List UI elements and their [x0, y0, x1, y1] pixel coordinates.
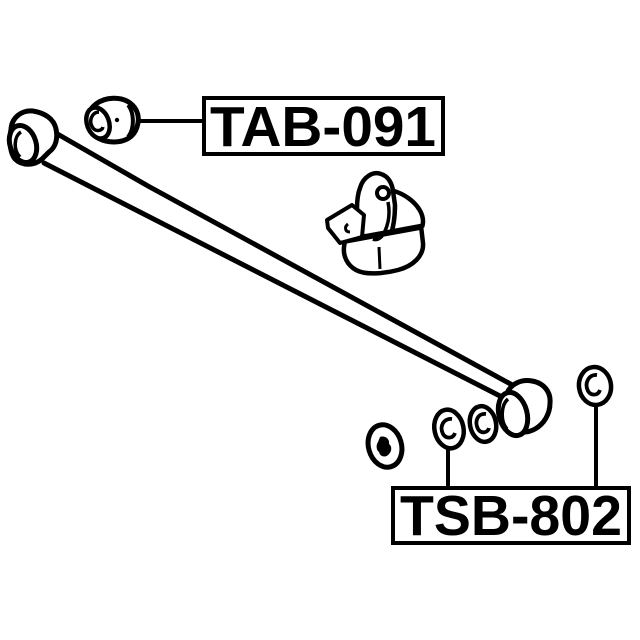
- part-label-tsb-802: TSB-802: [391, 484, 631, 548]
- bushing-center-dot: [114, 117, 120, 123]
- housing-bore-arc: [13, 130, 23, 159]
- arm-bushing-tab: [84, 95, 141, 145]
- label-text-tab: TAB-091: [210, 95, 436, 159]
- washer-a-hole-curl: [439, 417, 457, 440]
- bracket-right-bulge: [393, 188, 426, 228]
- washer-b-hole-curl: [474, 412, 491, 435]
- part-label-tab-091: TAB-091: [202, 95, 445, 159]
- bracket-left-flange: [325, 203, 366, 245]
- bushing-inner-curl: [89, 110, 105, 133]
- label-text-tsb: TSB-802: [400, 484, 622, 548]
- bracket-bowl-crease: [377, 246, 382, 270]
- label-box-tsb: [391, 486, 631, 545]
- rod-upper-edge: [51, 129, 519, 390]
- washer-right: [576, 364, 614, 408]
- housing-bore-arc: [500, 397, 510, 431]
- washer-a: [431, 407, 467, 451]
- rod-end-housing-right: [495, 378, 553, 439]
- washer-b: [467, 403, 499, 445]
- bracket-flange-mark: [344, 222, 351, 234]
- label-box-tab: [202, 96, 445, 156]
- washer-right-outline: [576, 364, 614, 408]
- washer-right-hole-curl: [584, 373, 602, 397]
- control-rod: [41, 129, 519, 399]
- bracket-tab-crease: [372, 201, 391, 242]
- bushing-right-face-arc: [126, 103, 135, 139]
- nut: [365, 422, 405, 470]
- rod-end-housing-left: [6, 108, 60, 167]
- bracket-bolt-hole: [375, 185, 391, 201]
- washer-a-outline: [431, 407, 467, 451]
- rod-lower-edge: [41, 160, 503, 399]
- nut-hole-mark: [376, 436, 392, 457]
- washer-b-outline: [467, 403, 499, 445]
- mounting-bracket: [325, 171, 426, 276]
